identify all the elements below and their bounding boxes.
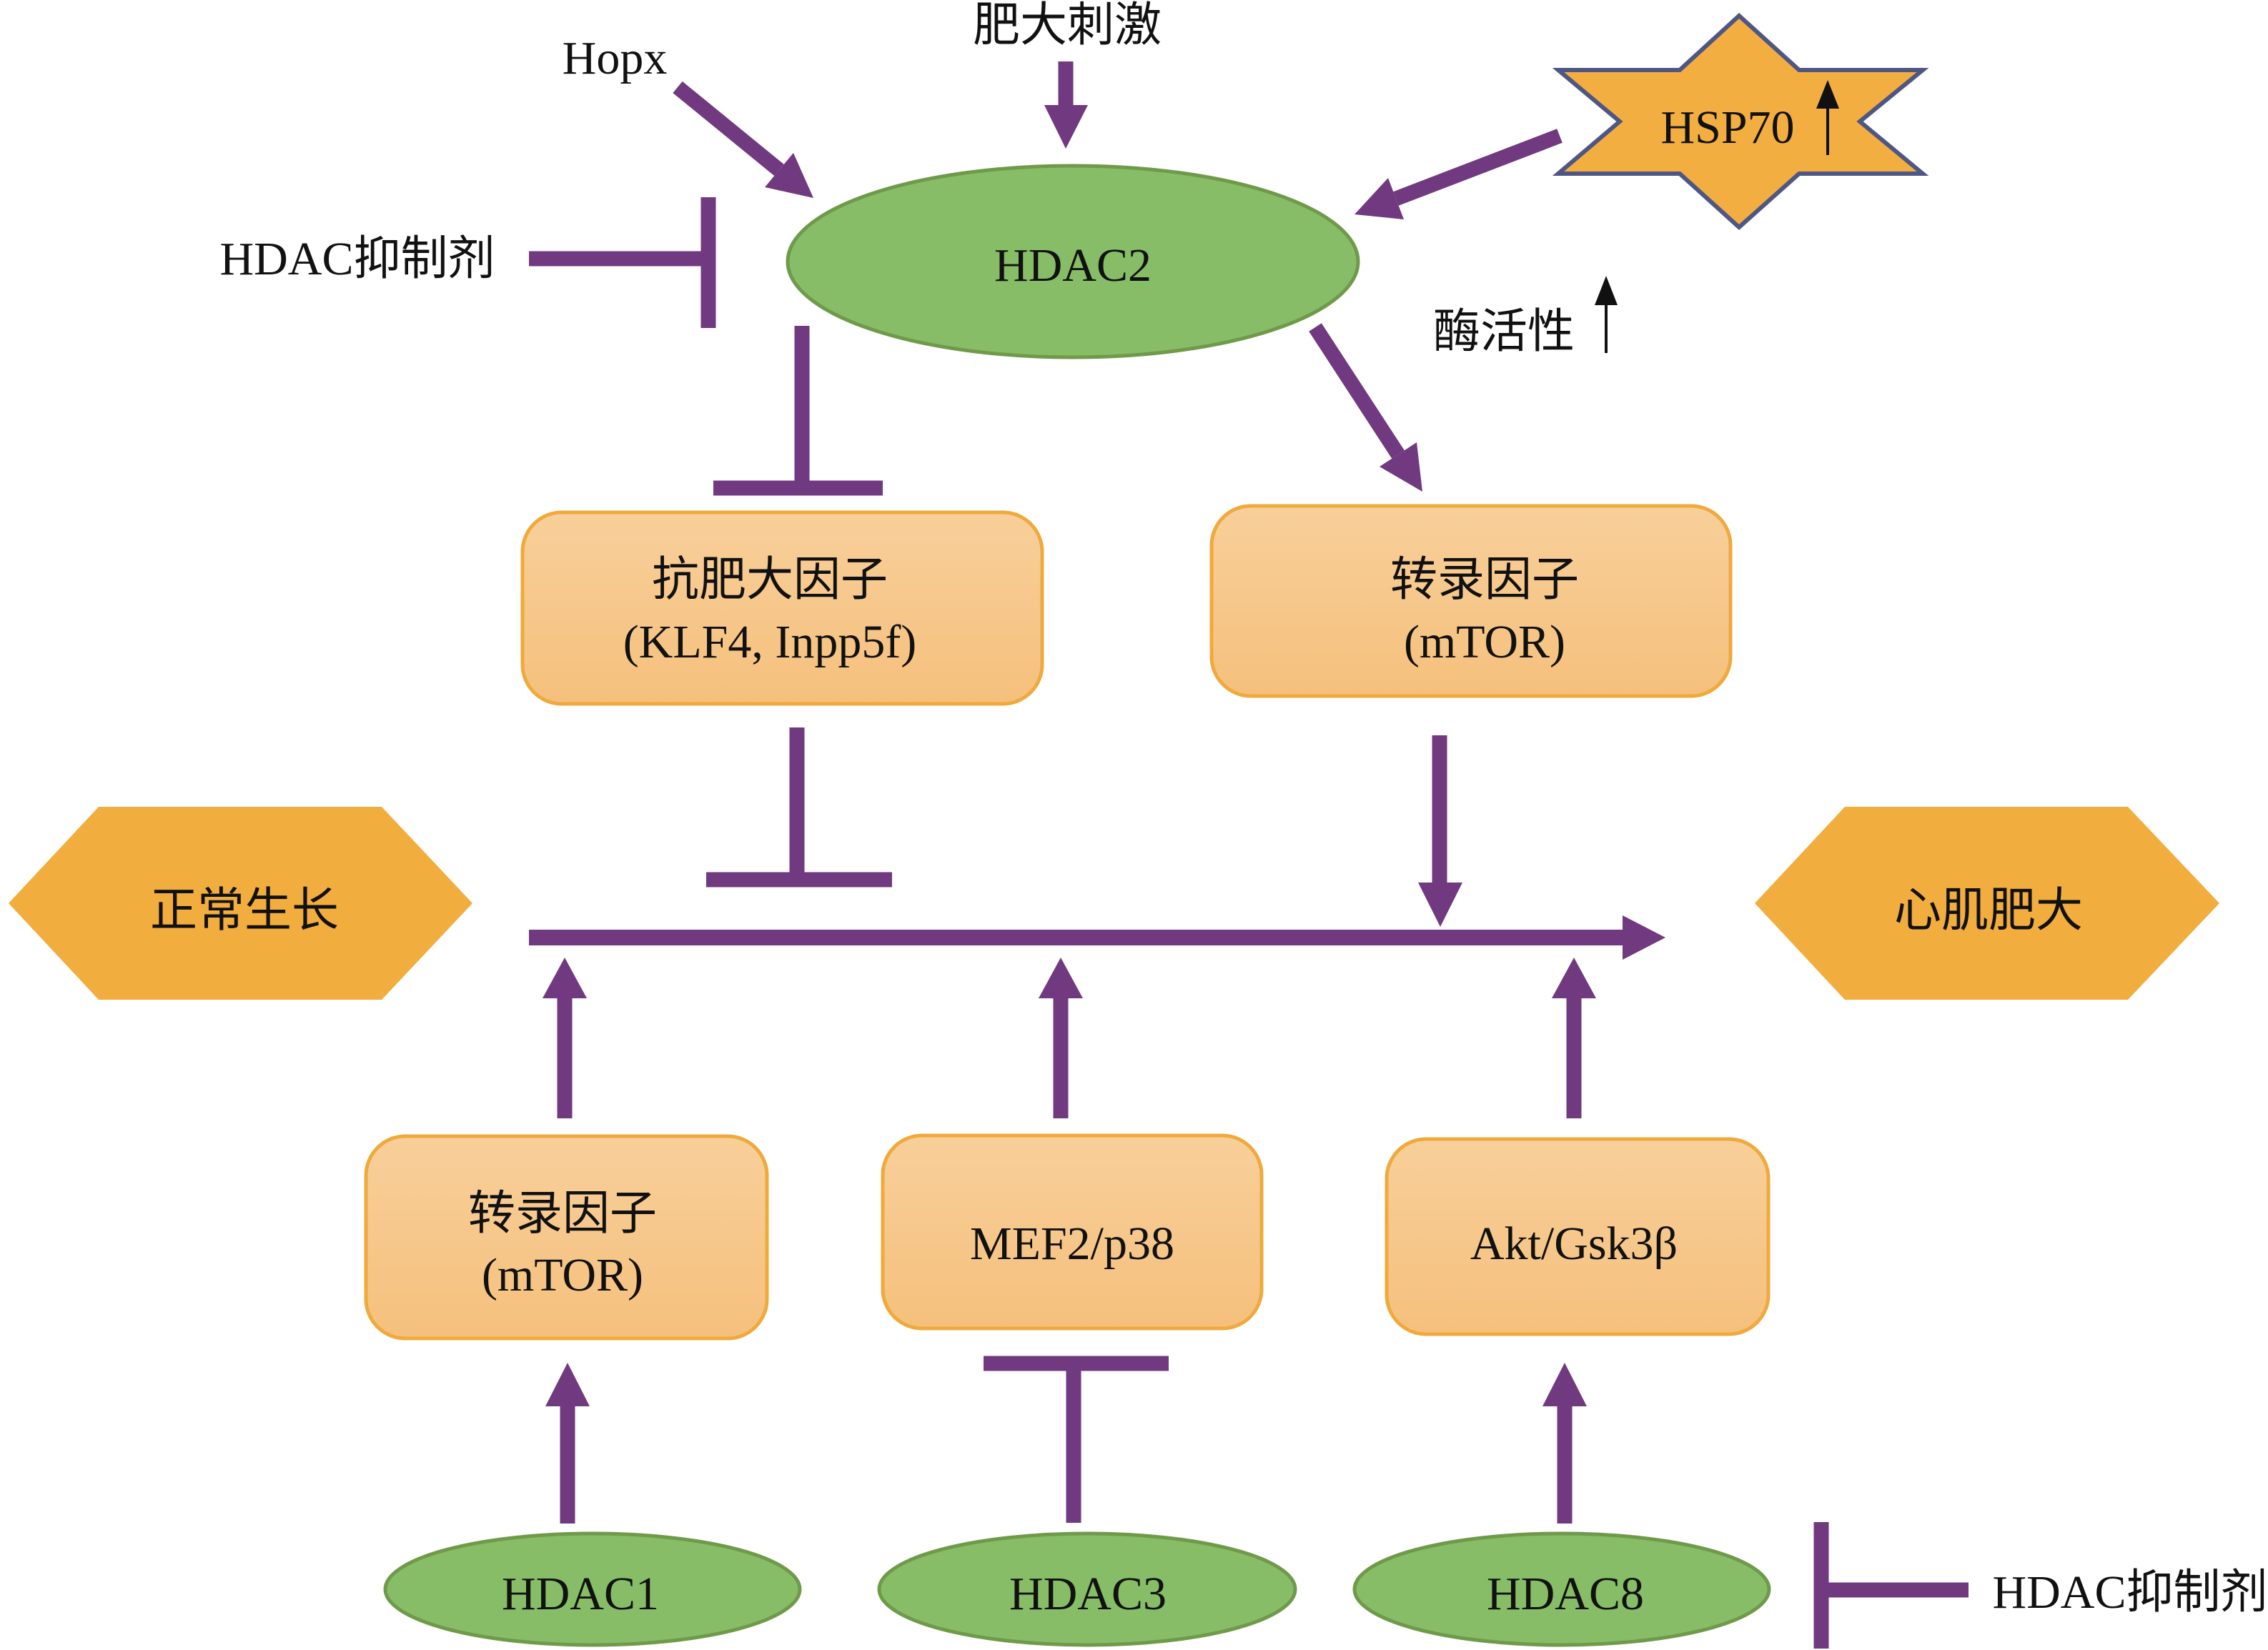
arrow-head <box>543 958 587 998</box>
hexagon-shape <box>9 807 472 1000</box>
arrow-shaft <box>1309 323 1405 459</box>
arrow-head <box>1355 178 1404 219</box>
inhibitor-blocks-hdac8-bar <box>1813 1522 1969 1649</box>
transcription-factor-bottom-box: 转录因子 (mTOR) <box>364 1134 769 1341</box>
box-shape <box>520 510 1044 706</box>
hdac3-ellipse <box>877 1531 1297 1647</box>
arrow-head <box>1044 105 1088 149</box>
hdac2-activates-mtor-arrow <box>1309 323 1422 492</box>
hdac1-ellipse <box>383 1531 802 1647</box>
mtor-bottom-to-pathway-arrow <box>543 958 587 1118</box>
akt-to-pathway-arrow <box>1552 958 1596 1118</box>
akt-gsk3b-box: Akt/Gsk3β <box>1385 1137 1771 1336</box>
arrow-shaft <box>1393 129 1563 206</box>
normal-growth-node: 正常生长 <box>9 807 472 1000</box>
hdac2-ellipse <box>786 164 1360 359</box>
hopx-activates-hdac2-arrow <box>673 81 813 198</box>
hdac1-activates-mtor-arrow <box>545 1363 590 1524</box>
anti-hypertrophic-factor-box: 抗肥大因子 (KLF4, Inpp5f) <box>520 510 1044 706</box>
arrow-head <box>1039 958 1083 998</box>
up-arrow-icon <box>1595 276 1618 353</box>
arrow-head <box>545 1363 590 1406</box>
hexagon-shape <box>1755 807 2219 1000</box>
hdac2-node: HDAC2 <box>786 164 1360 359</box>
hdac-inhibitor-bottom-label: HDAC抑制剂 <box>1992 1566 2267 1619</box>
hdac8-ellipse <box>1352 1531 1771 1647</box>
hopx-label: Hopx <box>563 32 668 84</box>
hdac3-inhibits-mef2-bar <box>984 1356 1169 1523</box>
hdac2-inhibits-antihypertrophic-bar <box>713 326 883 496</box>
arrow-head <box>1542 1363 1587 1406</box>
cardiac-hypertrophy-label: 心肌肥大 <box>1894 885 2083 937</box>
hdac3-node: HDAC3 <box>877 1531 1297 1647</box>
hdac8-activates-akt-arrow <box>1542 1363 1587 1524</box>
box-title: MEF2/p38 <box>970 1218 1174 1270</box>
hdac1-label: HDAC1 <box>502 1568 659 1620</box>
stimulus-activates-hdac2-arrow <box>1044 61 1088 149</box>
box-title: 转录因子 <box>1390 554 1579 606</box>
arrow-head <box>1623 915 1665 960</box>
hdac8-node: HDAC8 <box>1352 1531 1771 1647</box>
hdac8-label: HDAC8 <box>1487 1568 1644 1620</box>
hsp70-star-shape <box>1552 12 1929 231</box>
antihypertrophic-inhibits-pathway-bar <box>706 727 892 888</box>
enzyme-activity-label: 酶活性 <box>1433 306 1575 358</box>
box-title: 转录因子 <box>468 1188 657 1240</box>
hdac3-label: HDAC3 <box>1009 1568 1167 1620</box>
box-shape <box>364 1134 769 1341</box>
mef2-p38-box: MEF2/p38 <box>881 1133 1264 1331</box>
hypertrophic-stimulus-label: 肥大刺激 <box>973 0 1162 51</box>
hsp70-activates-hdac2-arrow <box>1355 129 1563 219</box>
growth-to-hypertrophy-arrow <box>529 915 1665 960</box>
hdac1-node: HDAC1 <box>383 1531 802 1647</box>
transcription-factor-top-box: 转录因子 (mTOR) <box>1209 504 1733 698</box>
up-arrow-icon <box>1816 80 1839 155</box>
mtor-promotes-pathway-arrow <box>1418 735 1462 927</box>
enzyme-activity-indicator: 酶活性 <box>1433 276 1618 358</box>
box-subtitle: (mTOR) <box>1404 616 1565 668</box>
normal-growth-label: 正常生长 <box>150 885 339 937</box>
arrow-head <box>1380 442 1422 492</box>
box-title: Akt/Gsk3β <box>1470 1218 1678 1270</box>
box-shape <box>881 1133 1264 1331</box>
inhibitor-blocks-hdac2-bar <box>529 197 716 328</box>
arrow-head <box>1418 883 1462 927</box>
mef2-to-pathway-arrow <box>1039 958 1083 1118</box>
hdac-inhibitor-top-label: HDAC抑制剂 <box>219 233 495 285</box>
arrow-head <box>1552 958 1596 998</box>
box-shape <box>1209 504 1733 698</box>
hsp70-node: HSP70 <box>1552 12 1929 231</box>
hsp70-label: HSP70 <box>1660 101 1794 154</box>
box-shape <box>1385 1137 1771 1336</box>
box-title: 抗肥大因子 <box>652 554 888 606</box>
arrow-head <box>765 153 813 198</box>
box-subtitle: (KLF4, Inpp5f) <box>623 616 917 668</box>
arrow-shaft <box>673 81 784 177</box>
hdac2-label: HDAC2 <box>994 239 1152 292</box>
cardiac-hypertrophy-node: 心肌肥大 <box>1755 807 2219 1000</box>
box-subtitle: (mTOR) <box>482 1249 643 1301</box>
